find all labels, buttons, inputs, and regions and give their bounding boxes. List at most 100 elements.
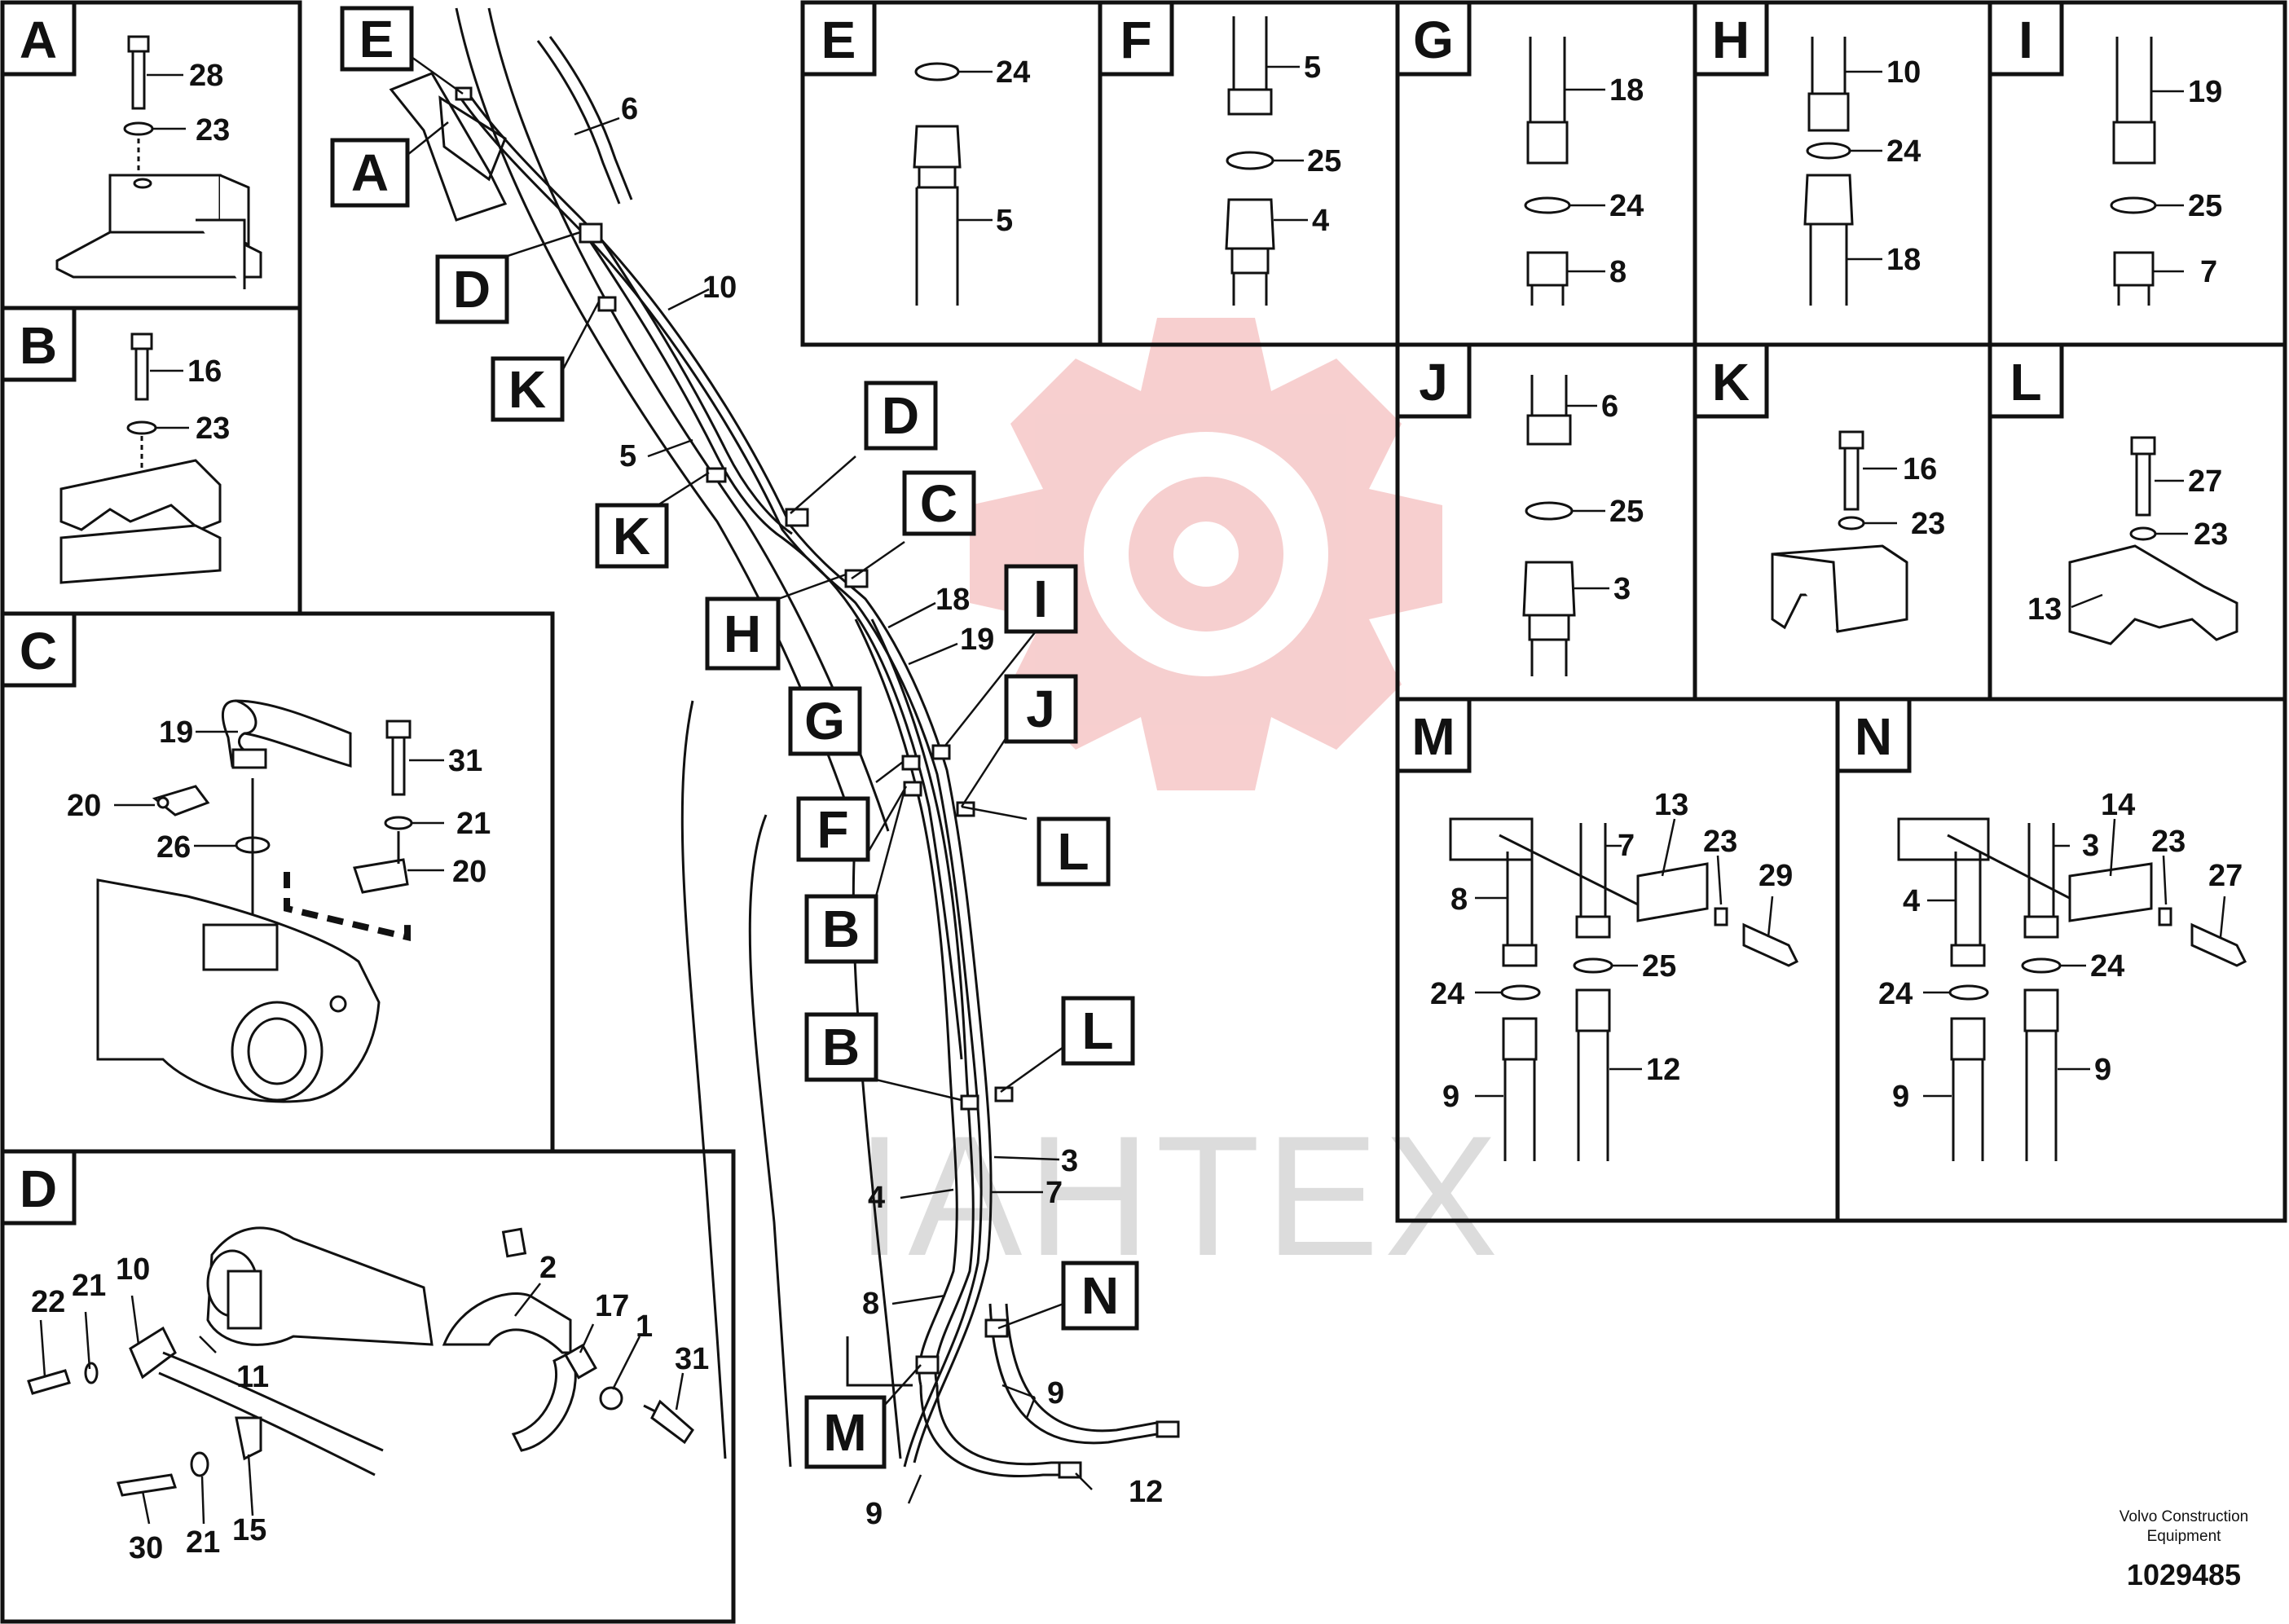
panel-d-drawing bbox=[27, 1226, 694, 1497]
panel-letter-c: C bbox=[20, 622, 57, 680]
part-number: 24 bbox=[996, 55, 1030, 90]
panel-c-leaders bbox=[114, 730, 444, 872]
panel-m-drawing bbox=[1449, 817, 1799, 1161]
callout-f: F bbox=[817, 800, 848, 859]
part-number: 5 bbox=[996, 204, 1013, 238]
panel-letter-b: B bbox=[20, 316, 57, 375]
panel-c-drawing bbox=[96, 699, 413, 1103]
part-number: 23 bbox=[2194, 517, 2228, 552]
part-number: 9 bbox=[2094, 1053, 2111, 1087]
part-number: 9 bbox=[1047, 1376, 1064, 1411]
callout-d: D bbox=[882, 386, 919, 445]
part-number: 3 bbox=[1613, 572, 1631, 606]
part-number: 14 bbox=[2101, 788, 2135, 822]
part-number: 12 bbox=[1646, 1053, 1680, 1087]
part-number: 11 bbox=[236, 1360, 269, 1394]
part-number: 18 bbox=[1886, 243, 1921, 277]
callout-b: B bbox=[822, 900, 860, 958]
part-number: 10 bbox=[702, 271, 737, 305]
part-number: 5 bbox=[1304, 51, 1321, 85]
callout-l: L bbox=[1081, 1001, 1113, 1060]
part-number: 24 bbox=[2090, 949, 2124, 984]
part-number: 25 bbox=[1609, 495, 1644, 529]
part-number: 20 bbox=[67, 789, 101, 823]
main-number-leaders bbox=[574, 117, 1093, 1504]
callout-g: G bbox=[804, 692, 845, 750]
part-number: 4 bbox=[868, 1181, 885, 1215]
panel-letter-k: K bbox=[1712, 353, 1750, 412]
footer-caption: Volvo Construction Equipment 1029485 bbox=[2086, 1507, 2282, 1592]
panel-b-drawing bbox=[59, 332, 222, 584]
part-number: 6 bbox=[621, 92, 638, 126]
panel-letter-a: A bbox=[20, 11, 57, 69]
part-number: 6 bbox=[1601, 389, 1618, 424]
clamp-leaders bbox=[1863, 467, 2188, 609]
part-number: 4 bbox=[1312, 204, 1329, 238]
panel-m-leaders bbox=[1475, 818, 1774, 1098]
part-number: 16 bbox=[1903, 452, 1937, 486]
part-number: 10 bbox=[1886, 55, 1921, 90]
panel-n-leaders bbox=[1923, 818, 2226, 1098]
part-number: 24 bbox=[1878, 977, 1913, 1011]
panel-letter-g: G bbox=[1413, 11, 1454, 69]
part-number: 15 bbox=[232, 1513, 266, 1547]
part-number: 10 bbox=[116, 1252, 150, 1287]
part-number: 1 bbox=[636, 1309, 653, 1344]
callout-b: B bbox=[822, 1018, 860, 1076]
part-number: 7 bbox=[2200, 255, 2217, 289]
part-number: 13 bbox=[1654, 788, 1688, 822]
part-number: 20 bbox=[452, 855, 486, 889]
part-number: 25 bbox=[1642, 949, 1676, 984]
fitting-leaders bbox=[957, 65, 2184, 590]
callout-i: I bbox=[1033, 570, 1048, 628]
part-number: 23 bbox=[1911, 507, 1945, 541]
part-number: 21 bbox=[456, 807, 491, 841]
panel-a-leaders bbox=[147, 73, 186, 130]
callout-l: L bbox=[1057, 822, 1089, 881]
part-number: 3 bbox=[1061, 1144, 1078, 1178]
part-number: 13 bbox=[2027, 592, 2062, 627]
part-number: 16 bbox=[187, 354, 222, 389]
panel-letter-tags bbox=[0, 0, 2064, 1226]
part-number: 23 bbox=[196, 113, 230, 147]
part-number: 23 bbox=[2151, 825, 2186, 859]
part-number: 19 bbox=[159, 715, 193, 750]
watermark-text: IAHTEX bbox=[856, 1100, 1503, 1292]
part-number: 9 bbox=[865, 1497, 883, 1531]
part-number: 2 bbox=[539, 1251, 557, 1285]
part-number: 22 bbox=[31, 1285, 65, 1319]
fitting-drawings bbox=[913, 16, 2157, 676]
callout-c: C bbox=[920, 474, 957, 533]
panel-letter-i: I bbox=[2018, 11, 2033, 69]
panel-letter-n: N bbox=[1855, 707, 1892, 766]
part-number: 9 bbox=[1442, 1080, 1459, 1114]
part-number: 5 bbox=[619, 439, 636, 473]
clamp-drawings bbox=[1771, 430, 2238, 645]
part-number: 29 bbox=[1759, 859, 1793, 893]
callout-k: K bbox=[613, 507, 650, 566]
part-number: 18 bbox=[1609, 73, 1644, 108]
part-number: 21 bbox=[72, 1269, 106, 1303]
part-number: 25 bbox=[1307, 144, 1341, 178]
part-number: 31 bbox=[675, 1342, 709, 1376]
hose-lines bbox=[459, 36, 1162, 1477]
part-number: 9 bbox=[1892, 1080, 1909, 1114]
panel-d-leaders bbox=[39, 1283, 684, 1525]
callout-letters: E A D K K D C H I G J F L B B L N M bbox=[351, 10, 1119, 1462]
drawing-number: 1029485 bbox=[2126, 1558, 2242, 1591]
panel-letter-h: H bbox=[1712, 11, 1750, 69]
callout-m: M bbox=[823, 1403, 866, 1462]
callout-boxes bbox=[330, 6, 1139, 1469]
part-number: 23 bbox=[196, 412, 230, 446]
part-number: 26 bbox=[156, 830, 191, 865]
part-number: 8 bbox=[1609, 255, 1627, 289]
part-number: 7 bbox=[1618, 829, 1635, 863]
part-number: 3 bbox=[2082, 829, 2099, 863]
panel-a-drawing bbox=[55, 35, 262, 289]
hose-clamps bbox=[455, 86, 1180, 1479]
part-number: 27 bbox=[2188, 464, 2222, 499]
callout-n: N bbox=[1081, 1266, 1119, 1325]
panel-letter-j: J bbox=[1419, 353, 1448, 412]
